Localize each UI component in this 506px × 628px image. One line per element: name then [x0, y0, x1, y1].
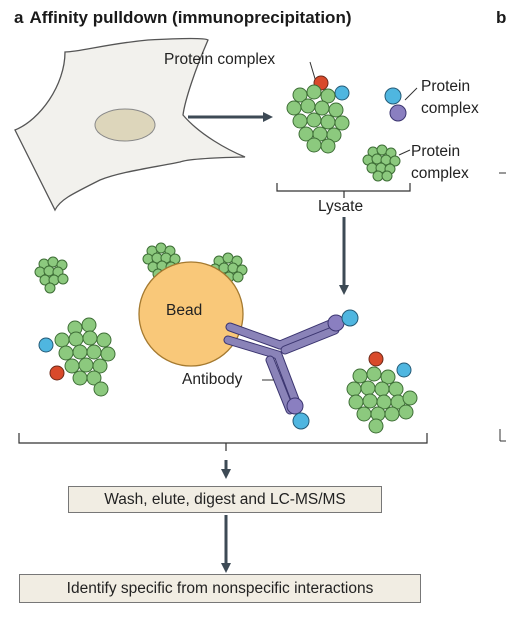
label-protein-complex-small-1: Protein: [411, 143, 461, 160]
protein-complex-small: [362, 144, 411, 182]
nucleus: [94, 108, 156, 142]
protein-complex-left: [38, 317, 116, 397]
step-wash-text: Wash, elute, digest and LC-MS/MS: [104, 490, 346, 508]
antibody: [223, 309, 359, 430]
mixture-bracket: [18, 433, 428, 444]
label-bead: Bead: [166, 302, 203, 319]
label-protein-complex-right-1: Protein: [421, 78, 471, 95]
lysate-bracket: [276, 183, 411, 192]
label-antibody: Antibody: [182, 371, 243, 388]
label-lysate: Lysate: [318, 198, 364, 215]
protein-complex-right: [346, 351, 418, 434]
label-protein-complex-right-2: complex: [421, 100, 479, 117]
panel-title-text: Affinity pulldown (immunoprecipitation): [29, 8, 352, 27]
bead: [138, 261, 244, 367]
step-identify-box: Identify specific from nonspecific inter…: [19, 574, 421, 603]
cell: [14, 37, 246, 212]
label-protein-complex-top: Protein complex: [164, 51, 276, 68]
protein-complex-large: [286, 61, 350, 154]
step-identify-text: Identify specific from nonspecific inter…: [66, 579, 374, 597]
label-protein-complex-small-2: complex: [411, 165, 469, 182]
protein-cluster-left-small: [34, 256, 69, 294]
panel-letter: a: [14, 8, 24, 27]
protein-complex-pair: [384, 87, 418, 122]
step-wash-box: Wash, elute, digest and LC-MS/MS: [68, 486, 382, 513]
next-panel-letter: b: [496, 8, 506, 27]
bead-group: [138, 242, 248, 367]
panel-title: a Affinity pulldown (immunoprecipitation): [14, 8, 352, 28]
